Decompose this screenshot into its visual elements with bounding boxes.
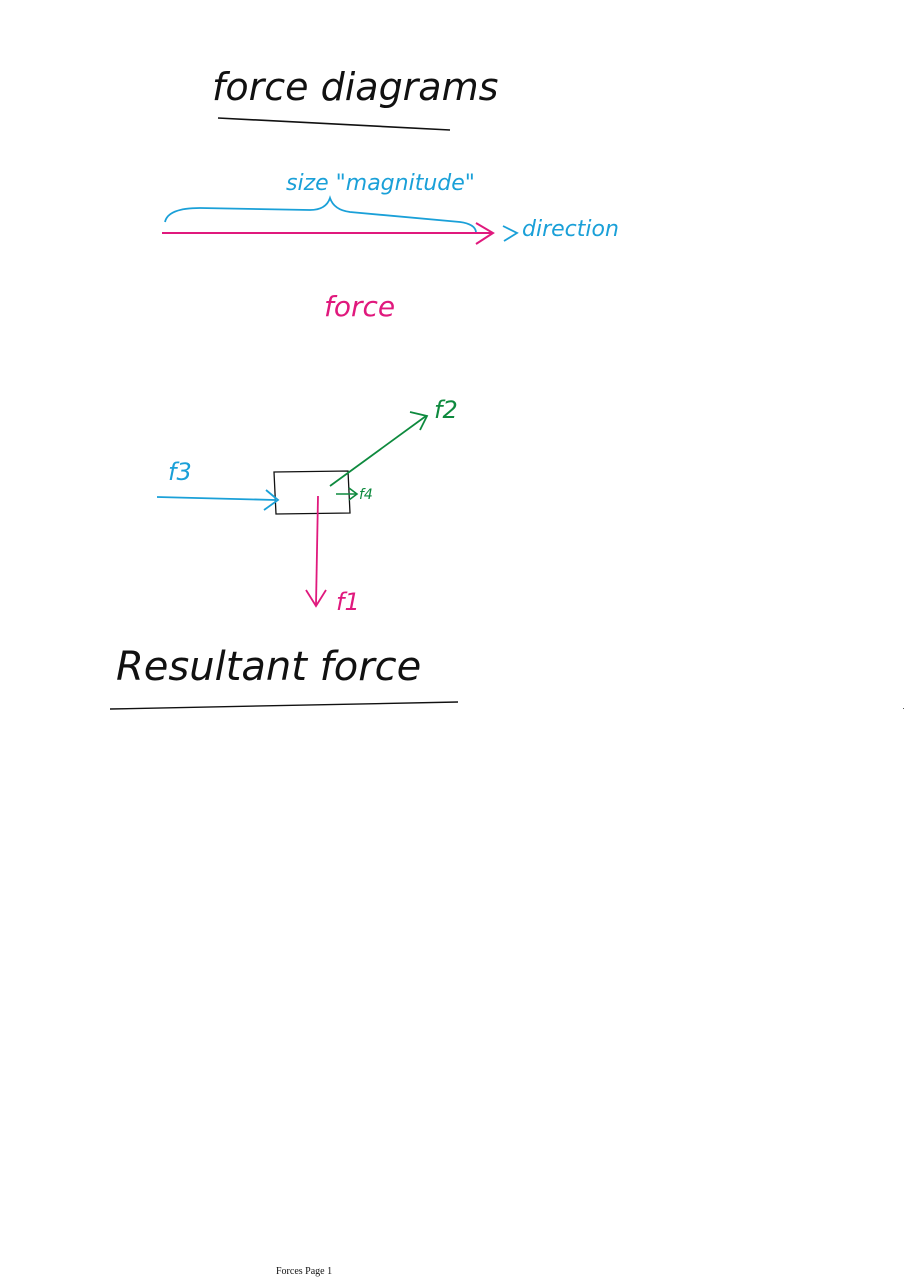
f1-label: f1 xyxy=(336,588,360,616)
f1-arrowhead xyxy=(305,589,327,608)
direction-label: direction xyxy=(522,217,619,242)
f2-arrowhead xyxy=(409,411,429,431)
heading-text: force diagrams xyxy=(212,65,498,109)
free-body-diagram: f2 f4 f3 f1 xyxy=(156,396,458,616)
f1-arrow-line xyxy=(315,495,319,606)
object-box xyxy=(273,470,351,515)
page-footer: Forces Page 1 xyxy=(276,1266,333,1277)
f2-label: f2 xyxy=(434,396,458,424)
subheading-underline xyxy=(109,701,459,710)
f3-label: f3 xyxy=(168,458,192,486)
subheading-text: Resultant force xyxy=(116,644,421,690)
magnitude-label: size "magnitude" xyxy=(286,171,475,196)
f4-label: f4 xyxy=(359,487,373,503)
force-vector-arrowhead xyxy=(475,222,495,245)
f3-arrow-line xyxy=(156,496,277,501)
magnitude-brace xyxy=(164,195,477,233)
force-label: force xyxy=(324,290,395,323)
f3-arrowhead xyxy=(263,489,280,511)
stray-dot xyxy=(903,708,904,709)
direction-pointer xyxy=(502,225,519,242)
heading-underline xyxy=(217,117,451,131)
f2-arrow-line xyxy=(329,415,427,487)
f4-arrowhead xyxy=(348,487,359,501)
